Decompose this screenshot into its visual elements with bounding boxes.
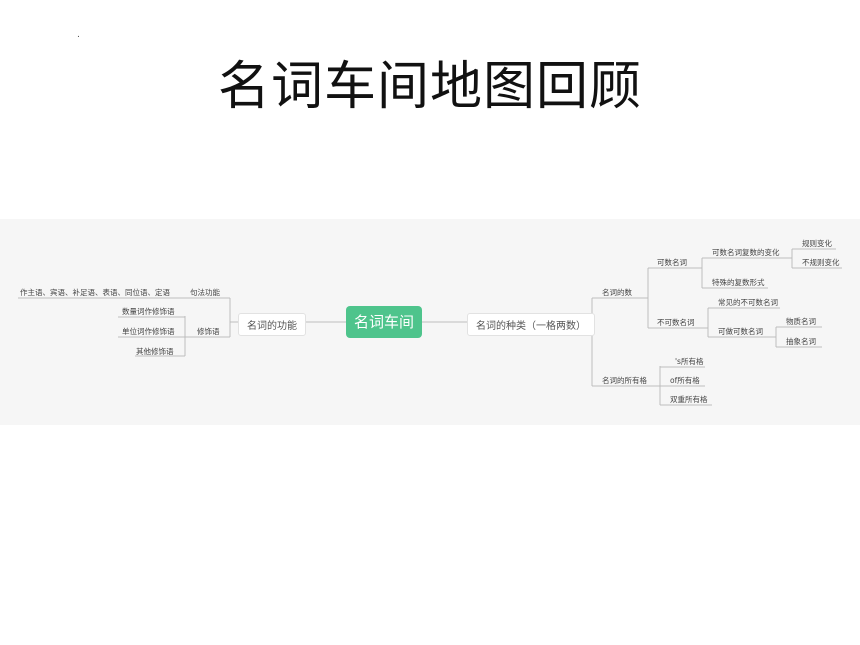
node-uncountable: 不可数名词 [657, 318, 695, 327]
node-function: 名词的功能 [238, 313, 306, 336]
node-plural-change: 可数名词复数的变化 [712, 248, 780, 257]
node-material: 物质名词 [786, 317, 816, 326]
node-possessive-item: 's所有格 [675, 357, 704, 366]
connector-can-countable-branch [768, 327, 777, 347]
node-types: 名词的种类（一格两数） [467, 313, 595, 336]
connector-plural-branch [782, 249, 793, 268]
node-number: 名词的数 [602, 288, 632, 297]
connector-modifier-items [118, 316, 186, 357]
mindmap: 名词车间 名词的功能 句法功能 作主语、宾语、补足语、表语、同位语、定语 修饰语… [0, 219, 860, 425]
node-regular: 规则变化 [802, 239, 832, 248]
connector-number-branch [635, 268, 649, 328]
node-possessive: 名词的所有格 [602, 376, 647, 385]
node-modifier-item: 其他修饰语 [136, 347, 174, 356]
connector-uncountable-branch [700, 308, 709, 337]
node-possessive-item: 双重所有格 [670, 395, 708, 404]
node-countable: 可数名词 [657, 258, 687, 267]
node-modifier-item: 数量词作修饰语 [122, 307, 175, 316]
root-node: 名词车间 [346, 306, 422, 338]
node-irregular: 不规则变化 [802, 258, 840, 267]
node-syntax-detail: 作主语、宾语、补足语、表语、同位语、定语 [20, 288, 170, 297]
node-common-uncountable: 常见的不可数名词 [718, 298, 778, 307]
node-possessive-item: of所有格 [670, 376, 700, 385]
node-modifier: 修饰语 [197, 327, 220, 336]
node-abstract: 抽象名词 [786, 337, 816, 346]
node-special-plural: 特殊的复数形式 [712, 278, 765, 287]
node-modifier-item: 单位词作修饰语 [122, 327, 175, 336]
connector-countable-branch [692, 258, 703, 288]
node-syntax: 句法功能 [190, 288, 220, 297]
page-dot: . [77, 30, 80, 40]
page-title: 名词车间地图回顾 [217, 57, 642, 117]
node-can-countable: 可做可数名词 [718, 327, 763, 336]
connector-function-branch [229, 298, 238, 337]
